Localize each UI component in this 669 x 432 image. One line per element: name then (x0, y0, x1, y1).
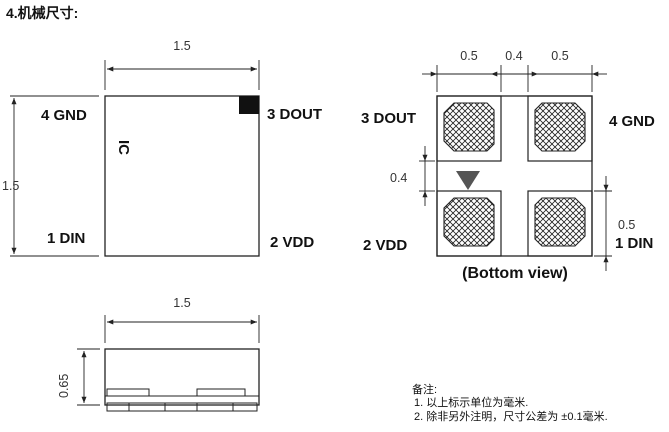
pad-bottom-left (436, 190, 502, 257)
side-pad-left (106, 388, 150, 397)
section-title: 4.机械尺寸: (6, 5, 78, 21)
pad-top-left (436, 95, 502, 162)
bottom-pin-din-label: 1 DIN (615, 235, 653, 252)
bottom-pin-vdd-label: 2 VDD (363, 237, 407, 254)
bottom-dim-right-label: 0.5 (551, 49, 568, 63)
top-width-label: 1.5 (173, 39, 190, 53)
top-pin-gnd-label: 4 GND (41, 107, 87, 124)
pad-bottom-right (527, 190, 593, 257)
top-pin-vdd-label: 2 VDD (270, 234, 314, 251)
chip-ic-mark: IC (115, 140, 132, 155)
side-height-label: 0.65 (57, 374, 71, 398)
pad-top-right (527, 95, 593, 162)
side-pad-right (196, 388, 246, 397)
chip-outline (104, 95, 260, 257)
bottom-pin-dout-label: 3 DOUT (361, 110, 416, 127)
top-view: 1.5 1.5 IC 4 GND 3 DOUT 1 DIN 2 VDD (2, 39, 322, 257)
bottom-dim-gap-label: 0.4 (505, 49, 522, 63)
bottom-dim-left-label: 0.5 (460, 49, 477, 63)
orientation-triangle-icon (456, 171, 480, 190)
bottom-view-caption: (Bottom view) (462, 265, 568, 282)
top-pin-din-label: 1 DIN (47, 230, 85, 247)
top-pin-dout-label: 3 DOUT (267, 106, 322, 123)
top-height-label: 1.5 (2, 179, 19, 193)
bottom-view: 0.5 0.4 0.5 0.4 0.5 3 DOUT 4 GND 2 VDD 1… (361, 49, 655, 282)
side-view: 1.5 0.65 (57, 296, 260, 412)
bottom-package-outline (436, 95, 593, 257)
side-package-body (104, 348, 260, 406)
pin1-marker (239, 96, 259, 114)
bottom-pin-gnd-label: 4 GND (609, 113, 655, 130)
note-line-1: 1. 以上标示单位为毫米. (414, 395, 528, 409)
note-line-2: 2. 除非另外注明，尺寸公差为 ±0.1毫米. (414, 409, 608, 423)
notes: 备注: 1. 以上标示单位为毫米. 2. 除非另外注明，尺寸公差为 ±0.1毫米… (412, 382, 608, 423)
notes-heading: 备注: (412, 382, 437, 396)
bottom-dim-vertical-gap-label: 0.4 (390, 171, 407, 185)
bottom-dim-pad-height-label: 0.5 (618, 218, 635, 232)
side-width-label: 1.5 (173, 296, 190, 310)
